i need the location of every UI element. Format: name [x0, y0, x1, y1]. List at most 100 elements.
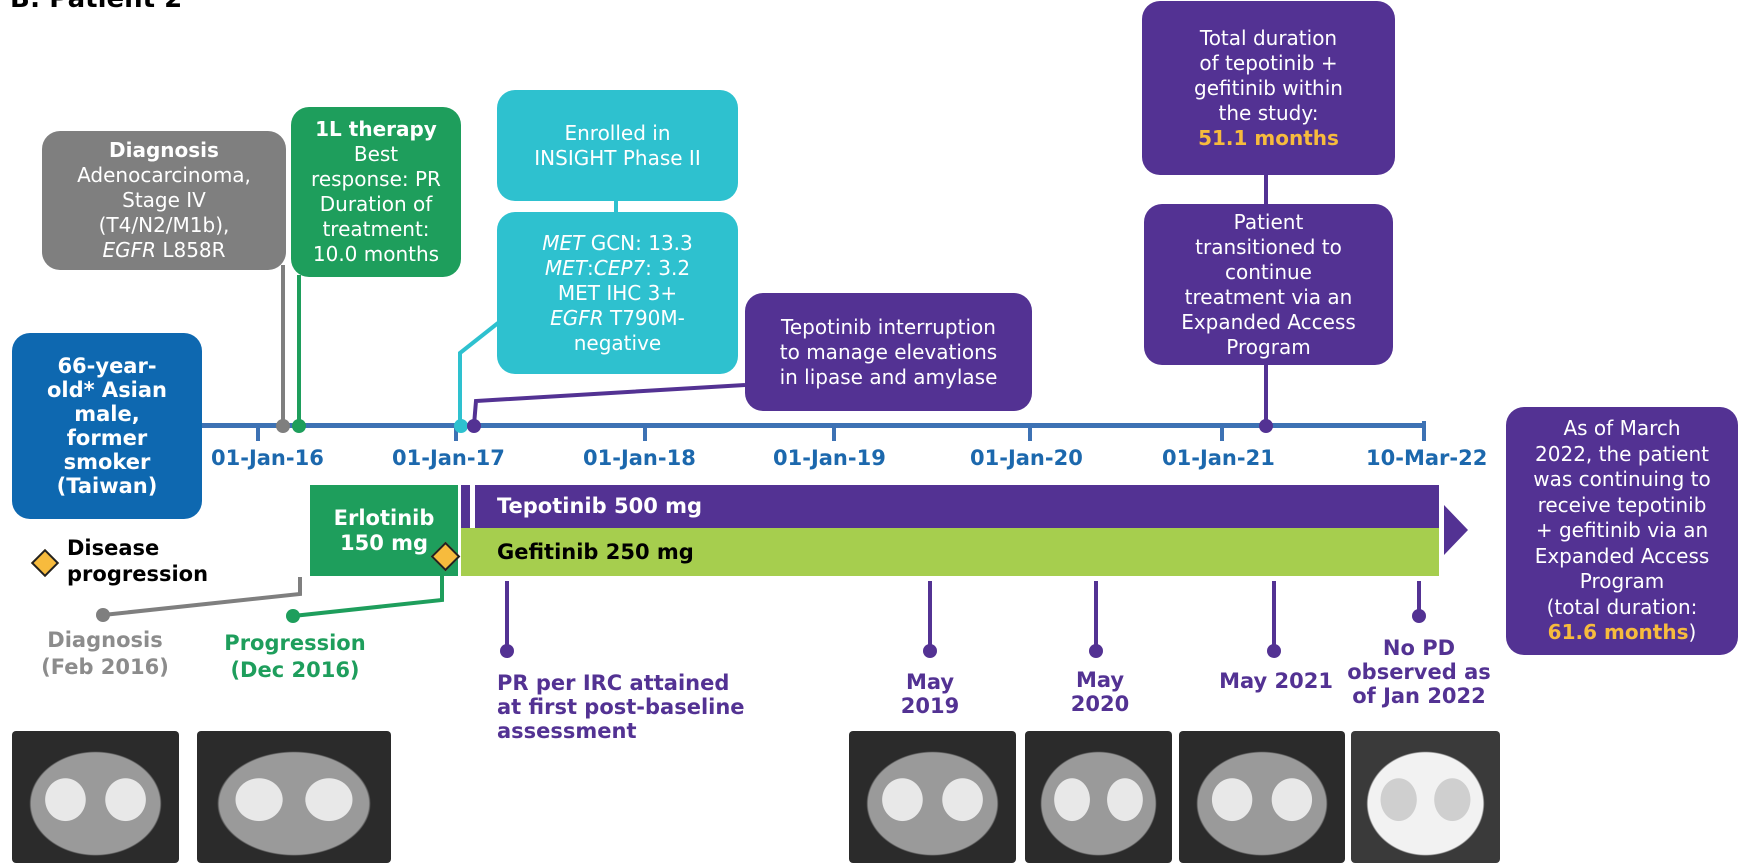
legend-label: Disease progression [67, 535, 208, 587]
as-of-text: Program [1579, 569, 1665, 594]
date-label: 01-Jan-18 [583, 446, 696, 470]
duration-text: gefitinib within [1194, 75, 1343, 100]
nopd-stem [1417, 581, 1421, 611]
tepotinib-label: Tepotinib 500 mg [497, 494, 703, 518]
gefitinib-label: Gefitinib 250 mg [497, 540, 694, 564]
gene-name: EGFR [550, 305, 604, 330]
ct-scan-image [1179, 731, 1345, 863]
as-of-close: ) [1688, 620, 1697, 645]
as-of-text: + gefitinib via an [1535, 518, 1709, 543]
biomarker-line: EGFR T790M- [550, 306, 685, 331]
diagnosis-event-dot [96, 608, 110, 622]
nopd-dot [1412, 609, 1426, 623]
as-of-text: As of March [1563, 416, 1681, 441]
date-label: 01-Jan-21 [1162, 446, 1275, 470]
separator: : [587, 255, 594, 280]
event-text: (Dec 2016) [230, 658, 360, 682]
therapy-connector [297, 275, 301, 428]
erlotinib-bar: Erlotinib 150 mg [310, 485, 458, 576]
transition-text: Patient [1233, 209, 1304, 234]
timeline-marker-interruption [467, 419, 481, 433]
gene-name: MET [542, 230, 585, 255]
biomarker-line: MET GCN: 13.3 [542, 231, 693, 256]
legend-label-text: progression [67, 562, 209, 586]
event-text: at first post-baseline [497, 695, 745, 719]
as-of-total: 61.6 months) [1548, 620, 1697, 646]
patient-box: 66-year- old* Asian male, former smoker … [12, 333, 202, 519]
interruption-box: Tepotinib interruption to manage elevati… [745, 293, 1032, 411]
timeline-marker-diagnosis [276, 419, 290, 433]
event-text: 2020 [1070, 692, 1130, 716]
timeline-tick [643, 428, 647, 441]
gefitinib-bar: Gefitinib 250 mg [461, 528, 1439, 576]
transition-text: Expanded Access [1181, 309, 1356, 334]
event-text: assessment [497, 719, 637, 743]
interruption-connector-line [472, 383, 746, 426]
date-label: 10-Mar-22 [1366, 446, 1488, 470]
interruption-text: in lipase and amylase [779, 364, 998, 389]
ct-scan-image [12, 731, 179, 863]
therapy-text: response: PR [311, 167, 441, 191]
timeline-tick [1220, 428, 1224, 441]
as-of-text: Expanded Access [1534, 543, 1710, 568]
erlotinib-text: Erlotinib [333, 505, 435, 530]
diagnosis-mutation: EGFR L858R [102, 238, 225, 263]
transition-box: Patient transitioned to continue treatme… [1144, 204, 1393, 365]
may2020-stem [1094, 581, 1098, 645]
diagnosis-text: Adenocarcinoma, [77, 163, 251, 187]
diagnosis-box: Diagnosis Adenocarcinoma, Stage IV (T4/N… [42, 131, 286, 270]
timeline-tick [1422, 421, 1426, 441]
gene-name: EGFR [102, 238, 156, 262]
ct-scan-image [197, 731, 391, 863]
may2020-dot [1089, 644, 1103, 658]
as-of-text: (total duration: [1546, 594, 1698, 619]
legend-label-text: Disease [67, 536, 160, 560]
biomarker-line: negative [573, 330, 662, 355]
erlotinib-text: 150 mg [339, 530, 429, 555]
timeline-tick [256, 428, 260, 441]
event-text: No PD [1382, 636, 1456, 660]
panel-title: B: Patient 2 [10, 0, 182, 14]
as-of-text: receive tepotinib [1537, 492, 1707, 517]
event-text: PR per IRC attained [497, 671, 730, 695]
timeline-tick [832, 428, 836, 441]
patient-text: old* Asian [46, 378, 168, 402]
patient-text: 66-year- [57, 354, 157, 378]
date-label: 01-Jan-17 [392, 446, 505, 470]
patient-text: (Taiwan) [56, 474, 158, 498]
biomarker-value: GCN: 13.3 [584, 230, 693, 255]
event-text: (Feb 2016) [41, 655, 169, 679]
ct-scan-image [1351, 731, 1500, 863]
as-of-text: was continuing to [1533, 467, 1711, 492]
may2019-dot [923, 644, 937, 658]
continuation-arrow [1444, 505, 1468, 555]
transition-text: Program [1226, 334, 1311, 359]
diagnosis-event-connector [102, 577, 302, 617]
duration-text: Total duration [1199, 25, 1338, 50]
diagnosis-text: Stage IV [122, 188, 206, 212]
progression-event-connector [292, 575, 444, 618]
therapy-text: treatment: [322, 217, 430, 241]
event-text: May [905, 670, 955, 694]
event-text: Progression [224, 631, 366, 655]
pr-label: PR per IRC attained at first post-baseli… [497, 671, 745, 743]
may2019-label: May 2019 [890, 670, 970, 718]
patient-text: smoker [63, 450, 151, 474]
may2021-label: May 2021 [1219, 669, 1333, 693]
date-label: 01-Jan-16 [211, 446, 324, 470]
timeline-marker-therapy [292, 419, 306, 433]
biomarker-line: MET:CEP7: 3.2 [545, 256, 690, 281]
as-of-text: 2022, the patient [1535, 441, 1709, 466]
duration-text: the study: [1218, 100, 1319, 125]
timeline-tick [454, 428, 458, 441]
patient-text: male, [74, 402, 140, 426]
gene-name: MET [544, 255, 588, 280]
event-text: Diagnosis [47, 628, 163, 652]
duration-text: of tepotinib + [1199, 50, 1338, 75]
enrolled-box: Enrolled in INSIGHT Phase II [497, 90, 738, 201]
date-label: 01-Jan-20 [970, 446, 1083, 470]
may2020-label: May 2020 [1060, 668, 1140, 716]
therapy-box: 1L therapy Best response: PR Duration of… [291, 107, 461, 277]
enrolled-connector-line [458, 321, 500, 428]
diagnosis-title: Diagnosis [109, 138, 219, 162]
